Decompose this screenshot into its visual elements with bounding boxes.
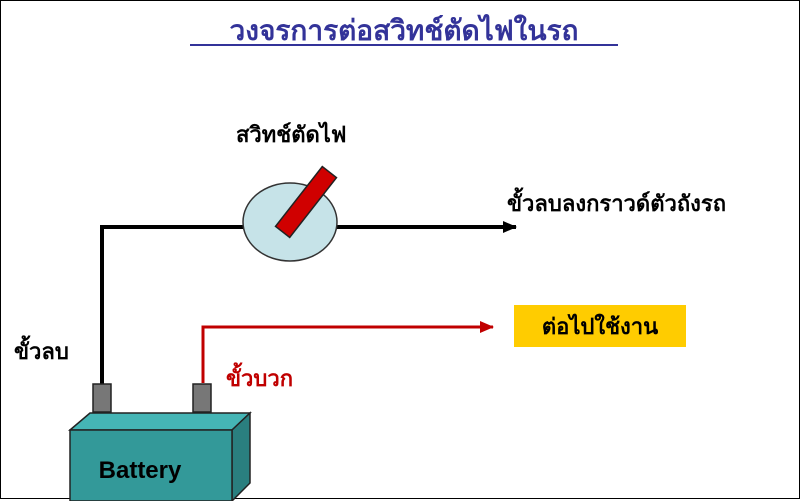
switch-lever <box>274 165 338 239</box>
battery-front <box>69 429 233 501</box>
load-label: ต่อไปใช้งาน <box>542 313 658 340</box>
positive-terminal <box>192 383 212 413</box>
ground-label: ขั้วลบลงกราวด์ตัวถังรถ <box>507 187 726 217</box>
negative-terminal <box>92 383 112 413</box>
switch-label: สวิทช์ตัดไฟ <box>236 121 346 148</box>
negative-terminal-label: ขั้วลบ <box>14 335 69 365</box>
battery: Battery <box>67 383 252 501</box>
battery-label: Battery <box>99 457 182 484</box>
page-title: วงจรการต่อสวิทช์ตัดไฟในรถ <box>230 14 579 47</box>
positive-wire-arrow <box>201 321 494 383</box>
load-box <box>514 305 686 347</box>
negative-wire <box>100 225 245 385</box>
positive-terminal-label: ขั้วบวก <box>226 362 293 392</box>
cutoff-switch <box>242 165 338 262</box>
battery-top <box>67 412 252 431</box>
